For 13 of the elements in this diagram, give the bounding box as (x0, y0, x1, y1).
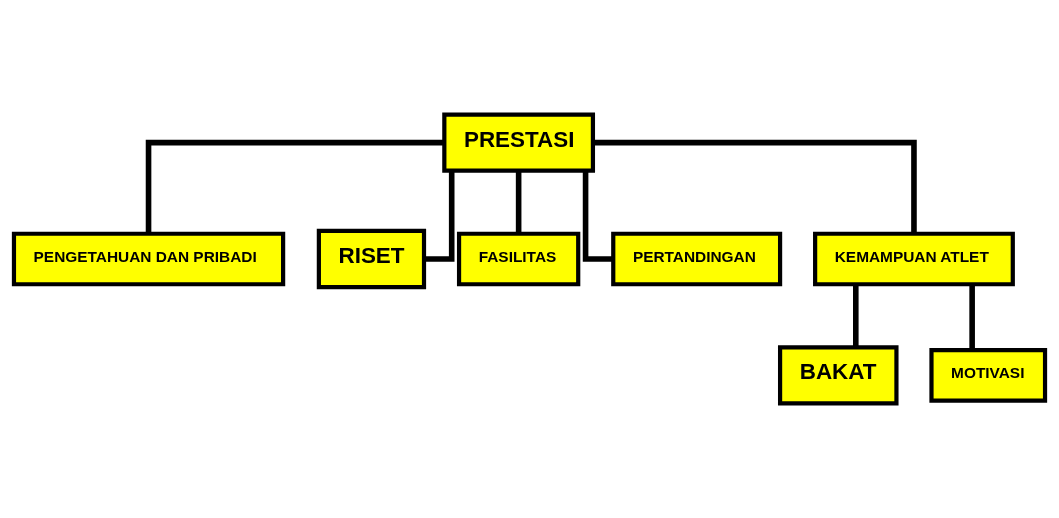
node-box: FASILITAS (456, 231, 581, 287)
node-box: KEMAMPUAN ATLET (813, 231, 1015, 287)
node-box: PENGETAHUAN DAN PRIBADI (11, 231, 286, 287)
node-box: MOTIVASI (929, 348, 1048, 403)
connector (969, 284, 975, 350)
node-box: PERTANDINGAN (611, 231, 783, 287)
node-box: BAKAT (777, 345, 899, 406)
node-box: PRESTASI (442, 112, 596, 173)
connector (145, 139, 445, 234)
connector (853, 284, 859, 348)
connector (593, 139, 917, 234)
connector (515, 170, 522, 234)
node-box: RISET (316, 228, 427, 290)
